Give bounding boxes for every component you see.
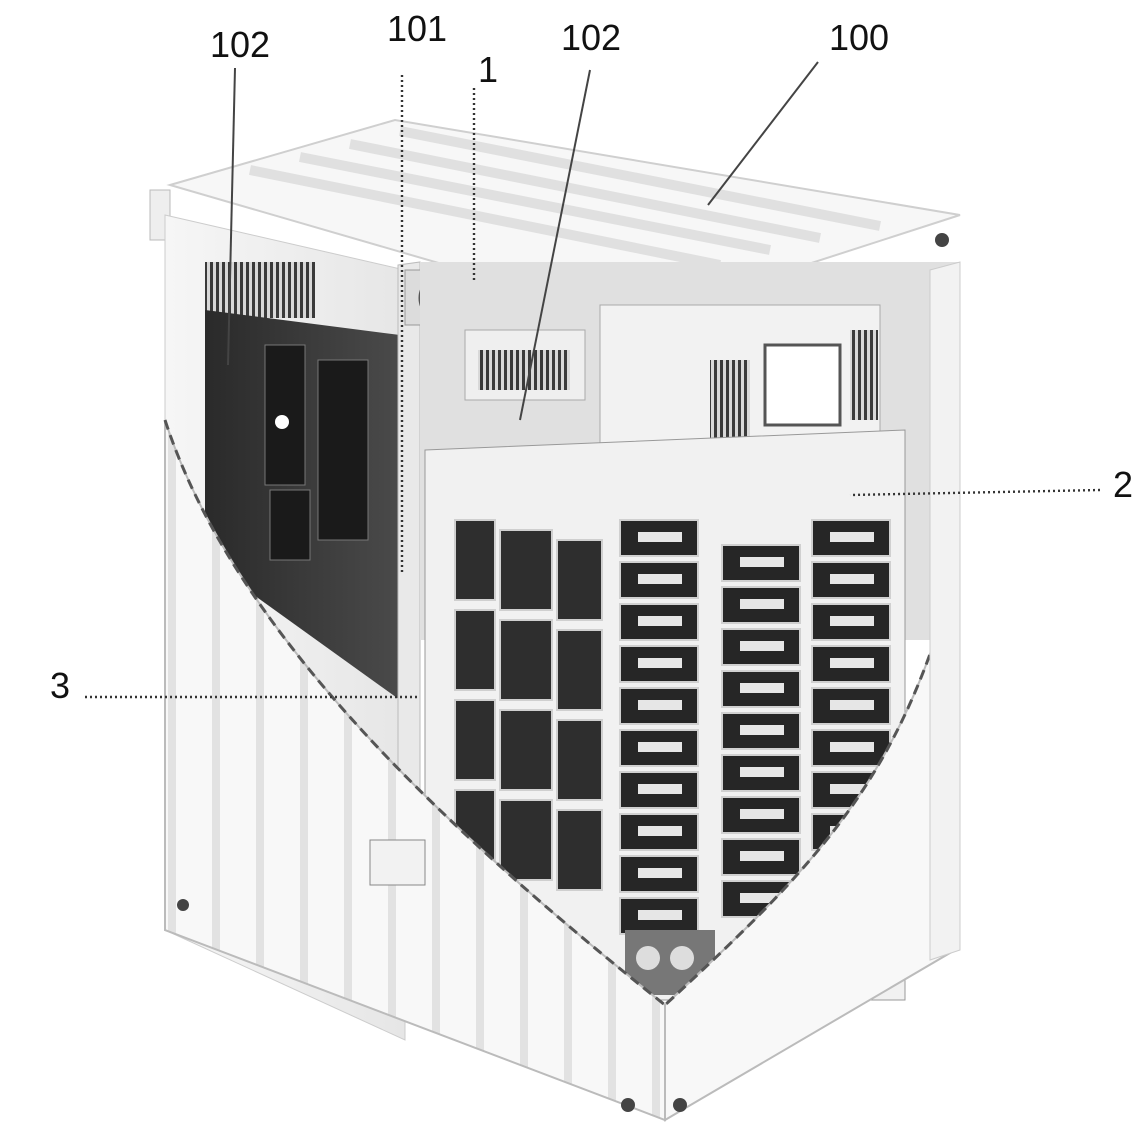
label-2: 2 (1113, 464, 1133, 505)
battery-module-handle (830, 532, 874, 542)
battery-module-handle (638, 910, 682, 920)
label-102-right: 102 (561, 17, 621, 58)
battery-module-handle (638, 532, 682, 542)
battery-module-handle (830, 616, 874, 626)
battery-rack-group (424, 429, 906, 1001)
battery-module (721, 586, 801, 624)
battery-module-handle (740, 641, 784, 651)
battery-module-handle (830, 658, 874, 668)
battery-module-handle (740, 725, 784, 735)
label-1: 1 (478, 49, 498, 90)
label-100: 100 (829, 17, 889, 58)
leader-lines (85, 61, 1101, 699)
vent-grille-left (205, 262, 315, 318)
reference-labels: 102 101 1 102 100 2 3 (50, 8, 1133, 706)
label-102-left: 102 (210, 24, 270, 65)
battery-module-handle (830, 742, 874, 752)
vent-grille-right (478, 350, 570, 390)
battery-module-handle (740, 893, 784, 903)
battery-module-handle (638, 658, 682, 668)
socket-outlet (369, 839, 426, 886)
battery-module-handle (638, 784, 682, 794)
battery-module-handle (638, 826, 682, 836)
battery-module-handle (740, 851, 784, 861)
label-3: 3 (50, 665, 70, 706)
battery-module-handle (740, 809, 784, 819)
battery-module-handle (638, 868, 682, 878)
battery-module-handle (740, 557, 784, 567)
battery-module-handle (638, 574, 682, 584)
battery-module-handle (830, 574, 874, 584)
battery-module-handle (830, 784, 874, 794)
label-101: 101 (387, 8, 447, 49)
container-front-wall (163, 261, 961, 1122)
battery-module-handle (638, 616, 682, 626)
battery-module-handle (830, 700, 874, 710)
battery-module-handle (638, 700, 682, 710)
battery-module (619, 519, 699, 557)
battery-module-handle (740, 683, 784, 693)
battery-module-handle (740, 767, 784, 777)
battery-module-handle (740, 599, 784, 609)
battery-module-handle (638, 742, 682, 752)
